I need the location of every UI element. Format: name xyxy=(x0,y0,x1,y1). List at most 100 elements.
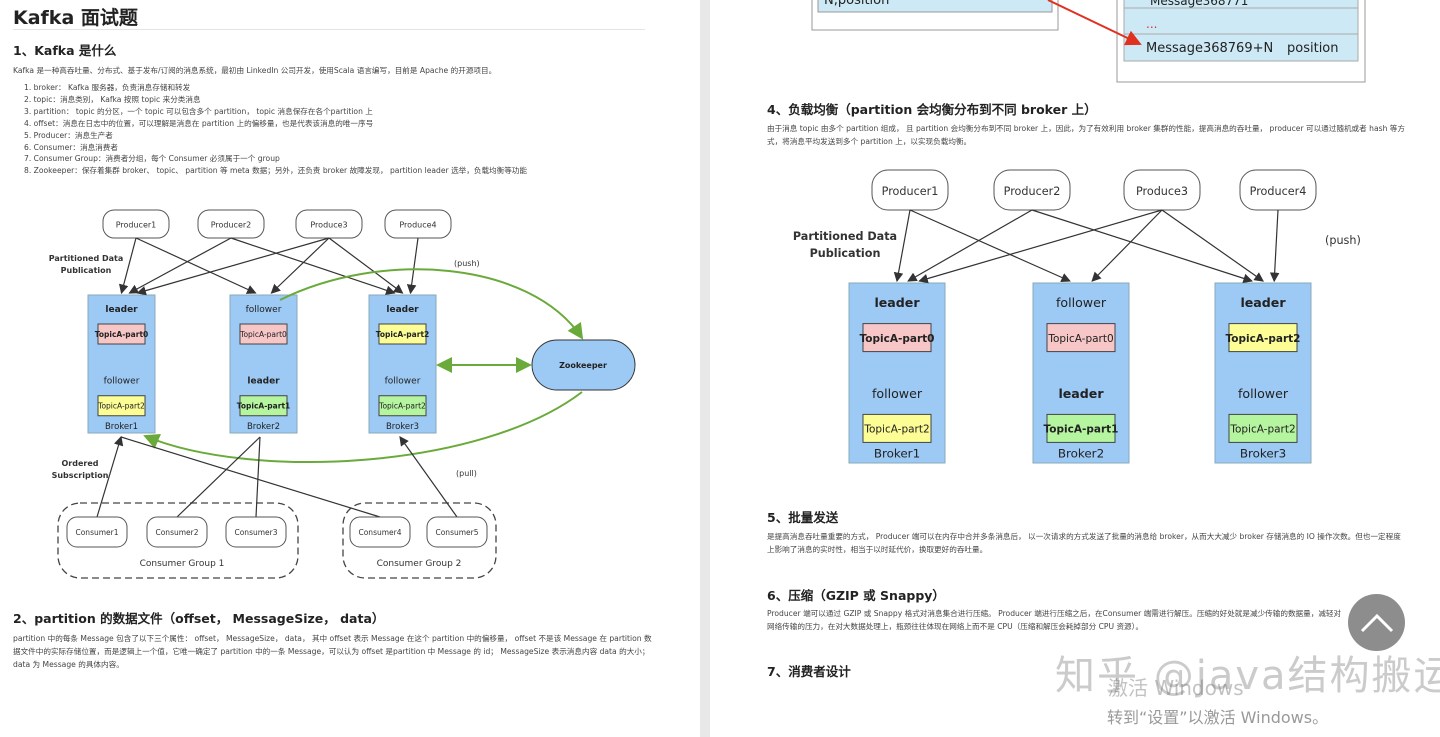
consumer-label: Consumer5 xyxy=(435,528,478,537)
pull-line xyxy=(176,436,261,518)
consumer-node xyxy=(66,516,128,548)
fragment-row: Message368771 xyxy=(1150,0,1248,8)
watermark: 知乎 @java结构搬运工 xyxy=(1055,653,1440,699)
list-item: 5. Producer：消息生产者 xyxy=(24,130,113,140)
broker-role: leader xyxy=(386,305,419,315)
consumer-node xyxy=(426,516,488,548)
publication-label: Partitioned Data xyxy=(793,230,897,243)
pull-line xyxy=(399,436,458,518)
list-item: 1. broker： Kafka 服务器，负责消息存储和转发 xyxy=(24,83,191,92)
producer-label: Producer1 xyxy=(882,185,939,198)
section-2-title: 2、partition 的数据文件（offset， MessageSize， d… xyxy=(13,611,385,626)
producer-label: Produce3 xyxy=(1136,185,1188,198)
message-fragment: N,position Message368771 ... Message3687… xyxy=(811,0,1366,83)
consumer-label: Consumer1 xyxy=(75,528,118,537)
broker-role: follower xyxy=(246,305,282,315)
broker-role: leader xyxy=(1058,386,1104,401)
publish-arrow xyxy=(1161,209,1264,282)
list-item: 8. Zookeeper：保存着集群 broker、 topic、 partit… xyxy=(24,166,527,176)
subscription-label: Ordered xyxy=(62,459,99,468)
publish-arrow xyxy=(328,237,404,294)
partition-label: TopicA-part1 xyxy=(1044,424,1119,436)
consumer-label: Consumer4 xyxy=(358,528,401,537)
partition-box xyxy=(239,323,288,345)
consumer-group-label: Consumer Group 2 xyxy=(377,559,462,569)
broker-role: follower xyxy=(1238,386,1289,401)
producer-label: Producer2 xyxy=(1004,185,1061,198)
push-label: (push) xyxy=(1325,234,1361,247)
partition-box xyxy=(862,323,932,353)
publish-arrow xyxy=(1269,209,1280,283)
broker-name: Broker3 xyxy=(1240,446,1286,460)
broker-role: leader xyxy=(105,305,138,315)
partition-box xyxy=(378,323,427,345)
partition-label: TopicA-part0 xyxy=(239,330,287,339)
broker-name: Broker1 xyxy=(105,422,138,432)
chevron-up-icon xyxy=(1360,613,1393,632)
section-1-title: 1、Kafka 是什么 xyxy=(13,43,117,58)
broker-name: Broker2 xyxy=(247,422,280,432)
list-item: 4. offset：消息在日志中的位置，可以理解是消息在 partition 上… xyxy=(24,118,374,128)
zookeeper-label: Zookeeper xyxy=(559,361,607,370)
term-list: 1. broker： Kafka 服务器，负责消息存储和转发 2. topic：… xyxy=(24,82,527,177)
broker-role: leader xyxy=(247,376,280,386)
publish-arrow xyxy=(907,209,1033,282)
fragment-row: N,position xyxy=(824,0,889,8)
publication-label: Partitioned Data xyxy=(49,254,124,263)
partition-box xyxy=(862,413,932,443)
publish-arrow xyxy=(893,209,911,283)
section-6-text: Producer 端可以通过 GZIP 或 Snappy 格式对消息集合进行压缩… xyxy=(767,609,1342,631)
publish-arrow xyxy=(118,237,137,295)
publish-arrow xyxy=(230,237,396,295)
pull-line xyxy=(255,436,261,518)
broker-name: Broker2 xyxy=(1058,446,1104,460)
section-4-title: 4、负载均衡（partition 会均衡分布到不同 broker 上） xyxy=(767,102,1097,117)
publish-arrow xyxy=(1031,209,1253,283)
fragment-row: Message368769+N xyxy=(1146,41,1273,56)
section-5-text: 是提高消息吞吐量重要的方式， Producer 端可以在内存中合并多条消息后， … xyxy=(767,532,1401,554)
broker-name: Broker3 xyxy=(386,422,419,432)
activate-windows-hint: 转到“设置”以激活 Windows。 xyxy=(1107,708,1329,727)
push-label: (push) xyxy=(454,259,480,268)
consumer-group-box xyxy=(342,502,497,579)
divider xyxy=(13,29,645,30)
page-title: Kafka 面试题 xyxy=(13,7,138,29)
partition-label: TopicA-part2 xyxy=(1229,424,1295,436)
list-item: 7. Consumer Group：消费者分组，每个 Consumer 必须属于… xyxy=(24,154,280,164)
consumer-label: Consumer2 xyxy=(155,528,198,537)
section-5-title: 5、批量发送 xyxy=(767,510,839,525)
consumer-node xyxy=(146,516,208,548)
partition-box xyxy=(97,395,146,417)
publish-arrow xyxy=(918,209,1163,284)
section-7-title: 7、消费者设计 xyxy=(767,664,851,679)
partition-box xyxy=(97,323,146,345)
partition-label: TopicA-part0 xyxy=(860,333,935,345)
consumer-label: Consumer3 xyxy=(234,528,277,537)
partition-box xyxy=(239,395,288,417)
broker-role: follower xyxy=(385,376,421,386)
producer-label: Producer1 xyxy=(116,221,157,230)
back-to-top-button[interactable] xyxy=(1348,594,1405,651)
pull-line xyxy=(120,436,381,518)
partition-box xyxy=(1046,323,1116,353)
activate-windows-title: 激活 Windows xyxy=(1108,676,1244,700)
zookeeper-node xyxy=(531,339,636,391)
zookeeper-arrow xyxy=(143,391,583,463)
section-2-text: partition 中的每条 Message 包含了以下三个属性： offset… xyxy=(13,634,652,669)
fragment-row: position xyxy=(1287,41,1339,56)
publication-label: Publication xyxy=(61,266,112,275)
broker-role: follower xyxy=(872,386,923,401)
pull-line xyxy=(96,435,124,518)
broker-role: follower xyxy=(1056,295,1107,310)
partition-label: TopicA-part2 xyxy=(376,330,430,339)
broker-role: leader xyxy=(1240,295,1286,310)
broker-name: Broker1 xyxy=(874,446,920,460)
list-item: 2. topic：消息类别， Kafka 按照 topic 来分类消息 xyxy=(24,94,201,104)
pull-label: (pull) xyxy=(456,469,477,478)
publish-arrow xyxy=(136,237,330,296)
publish-arrow xyxy=(135,237,257,294)
producer-label: Producer2 xyxy=(211,221,252,230)
